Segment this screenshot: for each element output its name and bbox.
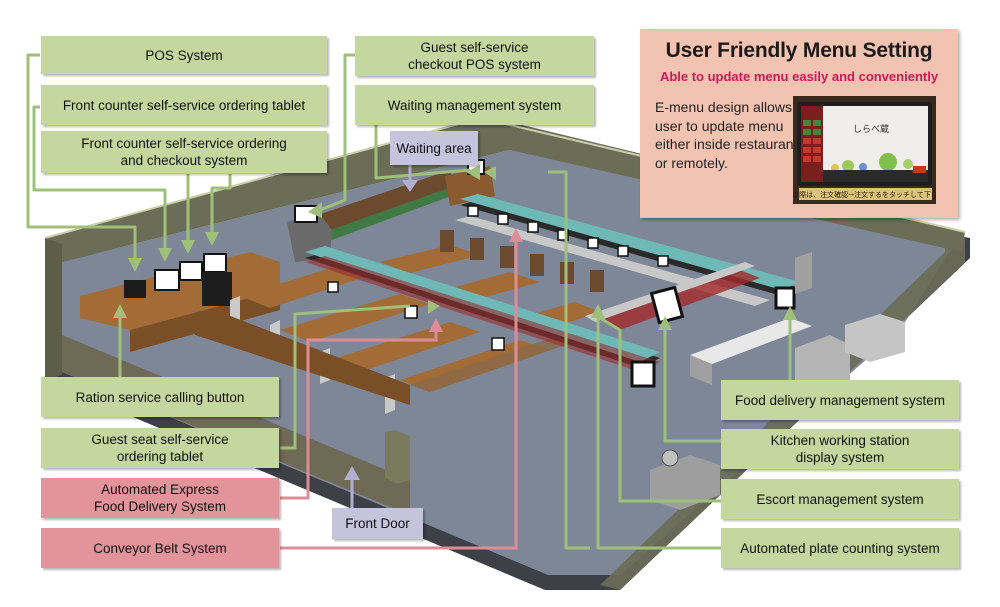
counter-tablet-2 xyxy=(179,261,203,281)
front-door-post xyxy=(385,430,410,484)
label-front-counter-tablet: Front counter self-service ordering tabl… xyxy=(41,85,327,125)
label-conveyor-belt: Conveyor Belt System xyxy=(41,528,279,568)
label-food-delivery-mgmt: Food delivery management system xyxy=(721,380,959,420)
counter-chairs xyxy=(440,230,604,292)
kitchen-counter xyxy=(690,318,812,364)
label-guest-checkout-pos: Guest self-service checkout POS system xyxy=(355,36,594,76)
waiting-bench xyxy=(325,186,462,240)
connector-arrows-red xyxy=(429,228,523,332)
label-pos-system: POS System xyxy=(41,36,327,74)
label-guest-seat-tablet: Guest seat self-service ordering tablet xyxy=(41,428,279,468)
label-waiting-management: Waiting management system xyxy=(355,85,594,125)
svg-text:しらべ蔵: しらべ蔵 xyxy=(853,123,889,135)
panel-title: User Friendly Menu Setting xyxy=(665,39,933,62)
panel-subtitle: Able to update menu easily and convenien… xyxy=(659,69,939,84)
counter-tablet-3 xyxy=(203,253,227,273)
panel-body: E-menu design allows user to update menu… xyxy=(655,99,798,171)
label-waiting-area: Waiting area xyxy=(390,131,478,165)
emenu-tablet-photo: しらべ蔵 文の際は、注文確認→注文するをタッチして下さい xyxy=(793,96,936,204)
label-kitchen-display: Kitchen working station display system xyxy=(721,429,959,469)
label-front-door: Front Door xyxy=(332,508,423,539)
menu-setting-panel: User Friendly Menu Setting Able to updat… xyxy=(640,29,958,218)
kitchen-appliance-2 xyxy=(845,314,905,362)
front-bench xyxy=(195,312,410,405)
counter-tablet-1 xyxy=(154,269,180,291)
label-escort-mgmt: Escort management system xyxy=(721,479,959,519)
kitchen-sink xyxy=(650,455,720,510)
label-express-delivery: Automated Express Food Delivery System xyxy=(41,478,279,518)
connectors-red xyxy=(280,240,518,550)
label-ration-calling-button: Ration service calling button xyxy=(41,377,279,417)
label-plate-counting: Automated plate counting system xyxy=(721,528,959,568)
belt-end-screen-1 xyxy=(630,360,656,388)
connector-arrows-green xyxy=(113,165,797,330)
left-wall xyxy=(45,238,62,380)
belt-end-screen-2 xyxy=(774,286,796,310)
label-front-counter-checkout: Front counter self-service ordering and … xyxy=(41,131,327,173)
checkout-kiosk xyxy=(202,272,232,306)
pos-terminal xyxy=(124,280,146,298)
connectors-green xyxy=(26,53,792,550)
tablet-caption: 文の際は、注文確認→注文するをタッチして下さい xyxy=(793,190,936,199)
belt-tablets xyxy=(327,205,669,351)
conveyor-belt-back xyxy=(460,200,800,296)
connector-arrows-lavender xyxy=(344,180,418,480)
kitchen-display-screen xyxy=(649,285,685,325)
